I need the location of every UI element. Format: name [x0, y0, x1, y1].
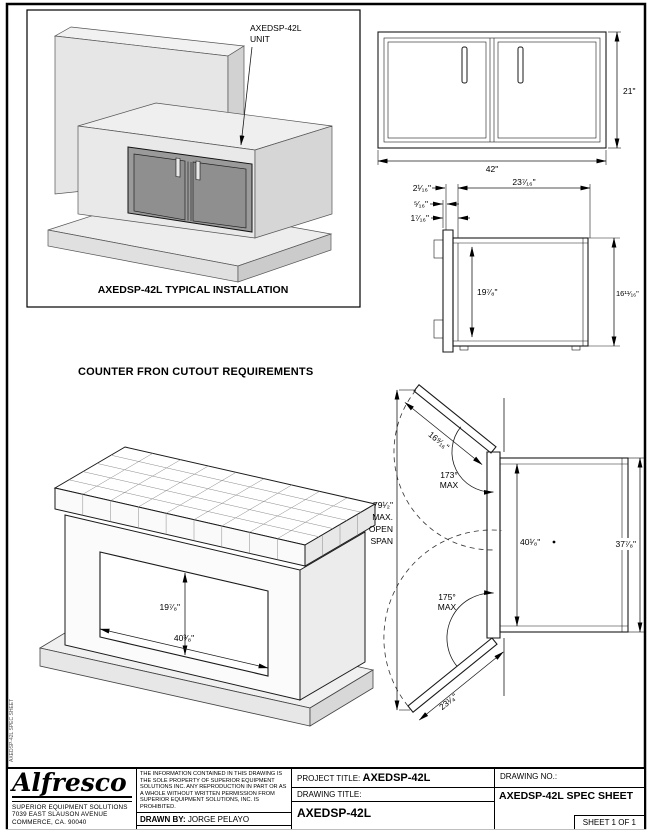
dim-cutout-height: 19⁷⁄₈" [160, 602, 181, 612]
drawing-no-cell: DRAWING NO.: AXEDSP-42L SPEC SHEET SHEET… [494, 769, 644, 829]
bottom-swing-arc [383, 529, 502, 707]
company-name: SUPERIOR EQUIPMENT SOLUTIONS [12, 803, 128, 811]
company-city: COMMERCE, CA. 90040 [12, 818, 87, 826]
created-value: 09/09/2015 [183, 828, 223, 829]
company-logo: Alfresco [12, 769, 127, 797]
project-title-row: PROJECT TITLE: AXEDSP-42L [292, 769, 494, 788]
unit-callout-leader [239, 46, 253, 146]
dim-open-span-l4: SPAN [370, 536, 393, 546]
legal-and-credits: THE INFORMATION CONTAINED IN THIS DRAWIN… [136, 769, 291, 829]
dim-width-42: 42" [486, 164, 498, 174]
project-title-label: PROJECT TITLE: [297, 774, 361, 783]
left-door-handle [461, 46, 468, 84]
side-view: 2¹⁄₁₆" 23⁷⁄₁₆" ⁵⁄₁₆" 1⁷⁄₁₆" 19⁷⁄₈" 16¹¹⁄… [410, 177, 639, 353]
dim-interior: 19⁷⁄₈" [477, 287, 498, 297]
unit-callout-line1: AXEDSP-42L [250, 23, 302, 33]
top-angle-max: MAX [440, 480, 459, 490]
right-door-handle [517, 46, 524, 84]
top-swing-arc [393, 390, 496, 551]
tile-grid [68, 453, 362, 560]
drawn-by-row: DRAWN BY: JORGE PELAYO [137, 812, 291, 825]
installation-view: AXEDSP-42L UNIT AXEDSP-42L TYPICAL INSTA… [26, 9, 361, 308]
installation-caption: AXEDSP-42L TYPICAL INSTALLATION [98, 284, 289, 296]
dim-flange: 2¹⁄₁₆" [413, 183, 431, 193]
legal-notice: THE INFORMATION CONTAINED IN THIS DRAWIN… [140, 771, 287, 810]
logo-underline [12, 796, 132, 802]
drawing-no-label: DRAWING NO.: [495, 769, 644, 788]
dim-depth: 23⁷⁄₁₆" [512, 177, 535, 187]
dim-open-span-l2: MAX. [372, 512, 393, 522]
project-title-value: AXEDSP-42L [362, 772, 431, 784]
dim-side-height: 16¹¹⁄₁₆" [616, 289, 639, 298]
dim-lip: ⁵⁄₁₆" [414, 199, 428, 209]
drawn-by-label: DRAWN BY: [140, 815, 186, 824]
unit-callout-line2: UNIT [250, 34, 270, 44]
sheet-number: SHEET 1 OF 1 [573, 815, 644, 829]
drawing-title-value: AXEDSP-42L [297, 806, 372, 820]
titles-cell: PROJECT TITLE: AXEDSP-42L DRAWING TITLE:… [291, 769, 494, 829]
bottom-angle-max: MAX [438, 602, 457, 612]
created-label: CREATED: [140, 828, 181, 829]
dim-right-height: 37⁷⁄₈" [616, 539, 637, 549]
drawn-by-value: JORGE PELAYO [187, 815, 250, 824]
dim-height-21: 21" [623, 86, 635, 96]
section-title: COUNTER FRON CUTOUT REQUIREMENTS [78, 366, 313, 378]
company-address: 7039 EAST SLAUSON AVENUE [12, 811, 108, 819]
dim-open-span: 79¹⁄₂" [373, 500, 393, 510]
dim-top-door: 16⁹⁄₁₆" [426, 429, 451, 452]
dim-cutout-width: 40³⁄₈" [174, 633, 194, 643]
dim-inset: 1⁷⁄₁₆" [410, 213, 429, 223]
bottom-angle: 175° [438, 592, 456, 602]
title-block: Alfresco SUPERIOR EQUIPMENT SOLUTIONS 70… [8, 767, 644, 829]
dim-open-span-l3: OPEN [369, 524, 393, 534]
drawing-no-value: AXEDSP-42L SPEC SHEET [499, 790, 634, 802]
swing-view: 16⁹⁄₁₆" 173° MAX 175° MAX 23¹⁄₄" 79¹⁄₂" … [369, 384, 644, 721]
door-handle [195, 160, 201, 181]
installed-unit [127, 146, 253, 233]
dim-mid-height: 40¹⁄₈" [520, 537, 540, 547]
top-angle: 173° [440, 470, 458, 480]
door-handle [175, 157, 181, 178]
drawing-title-label: DRAWING TITLE: [292, 788, 494, 802]
cutout-view: 19⁷⁄₈" 40³⁄₈" [38, 446, 377, 727]
created-row: CREATED: 09/09/2015 [137, 825, 291, 829]
edge-vertical-text: AXEDSP-42L SPEC SHEET [9, 699, 15, 762]
dim-bottom-door: 23¹⁄₄" [437, 691, 459, 711]
front-view: 42" 21" [377, 31, 635, 174]
company-block: Alfresco SUPERIOR EQUIPMENT SOLUTIONS 70… [8, 769, 136, 829]
